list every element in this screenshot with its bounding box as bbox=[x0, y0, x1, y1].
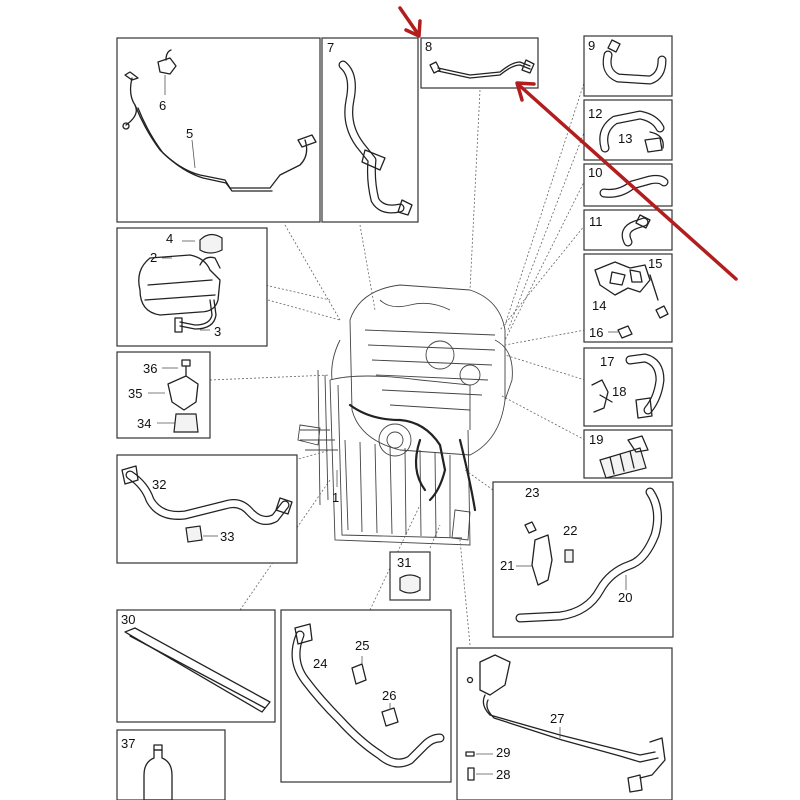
part-box-expansion-tank: 4 2 3 bbox=[116, 227, 268, 347]
callout-13: 13 bbox=[618, 131, 632, 146]
callout-17: 17 bbox=[600, 354, 614, 369]
callout-6: 6 bbox=[159, 98, 166, 113]
callout-8: 8 bbox=[425, 39, 432, 54]
callout-24: 24 bbox=[313, 656, 327, 671]
part-box-11: 11 bbox=[583, 209, 673, 251]
part-box-8: 8 bbox=[420, 37, 539, 89]
callout-26: 26 bbox=[382, 688, 396, 703]
callout-18: 18 bbox=[612, 384, 626, 399]
callout-7: 7 bbox=[327, 40, 334, 55]
callout-30: 30 bbox=[121, 612, 135, 627]
highlight-arrow-long-head bbox=[515, 81, 536, 102]
highlight-arrow-long bbox=[518, 84, 738, 281]
callout-31: 31 bbox=[397, 555, 411, 570]
callout-11: 11 bbox=[589, 214, 603, 229]
callout-27: 27 bbox=[550, 711, 564, 726]
callout-14: 14 bbox=[592, 298, 606, 313]
part-box-24-26: 24 25 26 bbox=[280, 609, 452, 783]
part-box-34-36: 36 35 34 bbox=[116, 351, 211, 439]
part-box-20-23: 23 22 21 20 bbox=[492, 481, 674, 638]
engine-assembly bbox=[297, 284, 513, 546]
part-box-14-16: 14 15 16 bbox=[583, 253, 673, 343]
callout-21: 21 bbox=[500, 558, 514, 573]
callout-10: 10 bbox=[588, 165, 602, 180]
callout-19: 19 bbox=[589, 432, 603, 447]
highlight-arrow-short-head bbox=[404, 19, 422, 38]
callout-15: 15 bbox=[648, 256, 662, 271]
callout-33: 33 bbox=[220, 529, 234, 544]
callout-23: 23 bbox=[525, 485, 539, 500]
callout-25: 25 bbox=[355, 638, 369, 653]
part-box-7: 7 bbox=[321, 37, 419, 223]
part-box-9: 9 bbox=[583, 35, 673, 97]
callout-1: 1 bbox=[332, 490, 339, 505]
part-box-12-13: 12 13 bbox=[583, 99, 673, 161]
callout-34: 34 bbox=[137, 416, 151, 431]
part-box-17-18: 17 18 bbox=[583, 347, 673, 427]
part-box-31: 31 bbox=[389, 551, 431, 601]
part-box-32-33: 32 33 bbox=[116, 454, 298, 564]
callout-22: 22 bbox=[563, 523, 577, 538]
callout-3: 3 bbox=[214, 324, 221, 339]
callout-5: 5 bbox=[186, 126, 193, 141]
callout-20: 20 bbox=[618, 590, 632, 605]
callout-29: 29 bbox=[496, 745, 510, 760]
callout-37: 37 bbox=[121, 736, 135, 751]
part-box-19: 19 bbox=[583, 429, 673, 479]
callout-4: 4 bbox=[166, 231, 173, 246]
highlight-arrow-short bbox=[398, 6, 420, 36]
callout-9: 9 bbox=[588, 38, 595, 53]
callout-36: 36 bbox=[143, 361, 157, 376]
part-box-37: 37 bbox=[116, 729, 226, 800]
part-box-30: 30 bbox=[116, 609, 276, 723]
callout-32: 32 bbox=[152, 477, 166, 492]
part-box-10: 10 bbox=[583, 163, 673, 207]
callout-12: 12 bbox=[588, 106, 602, 121]
highlight-arrows bbox=[398, 6, 738, 281]
leader-lines bbox=[199, 79, 586, 646]
callout-28: 28 bbox=[496, 767, 510, 782]
part-box-27-29: 27 29 28 bbox=[456, 647, 673, 800]
callout-16: 16 bbox=[589, 325, 603, 340]
part-box-cable-harness: 6 5 bbox=[116, 37, 321, 223]
callout-35: 35 bbox=[128, 386, 142, 401]
